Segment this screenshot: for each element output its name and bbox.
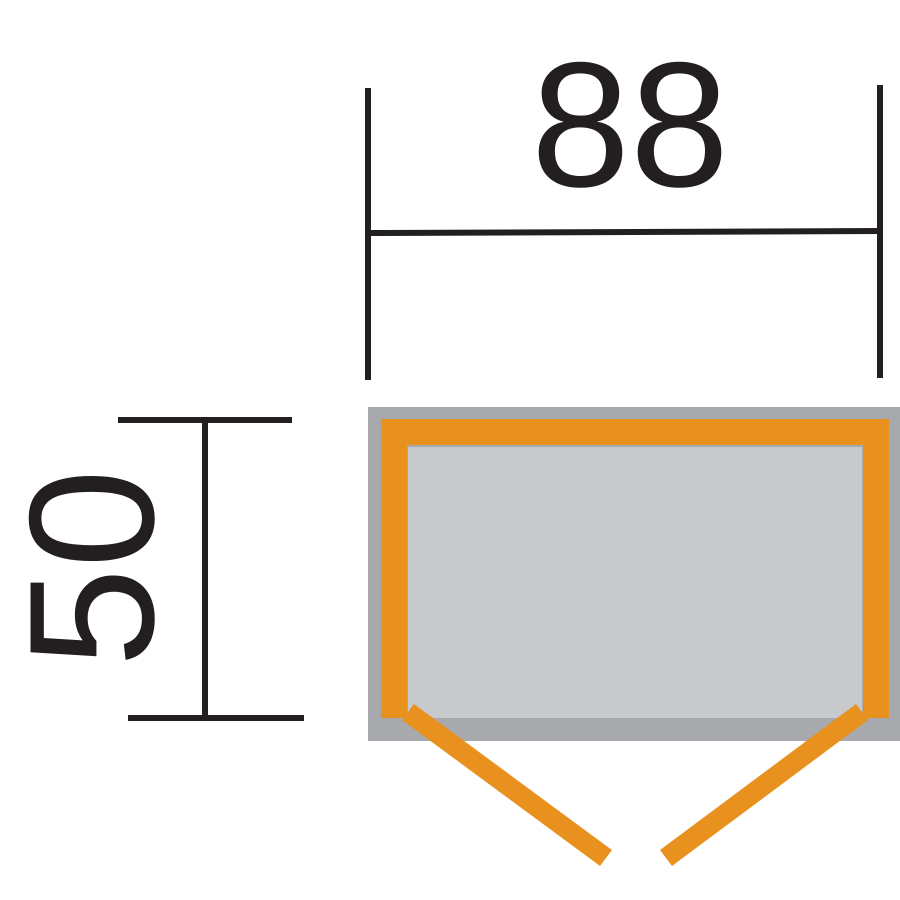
- depth-dimension: [118, 417, 304, 721]
- width-dimension-line: [369, 228, 881, 236]
- right-door: [660, 703, 868, 867]
- shed-walls: [381, 419, 889, 718]
- shed-floor: [408, 447, 862, 718]
- width-dimension: [365, 85, 883, 380]
- width-label: 88: [531, 25, 729, 224]
- shed-plan: [368, 407, 900, 867]
- left-door: [402, 703, 612, 867]
- depth-label: 50: [0, 469, 191, 667]
